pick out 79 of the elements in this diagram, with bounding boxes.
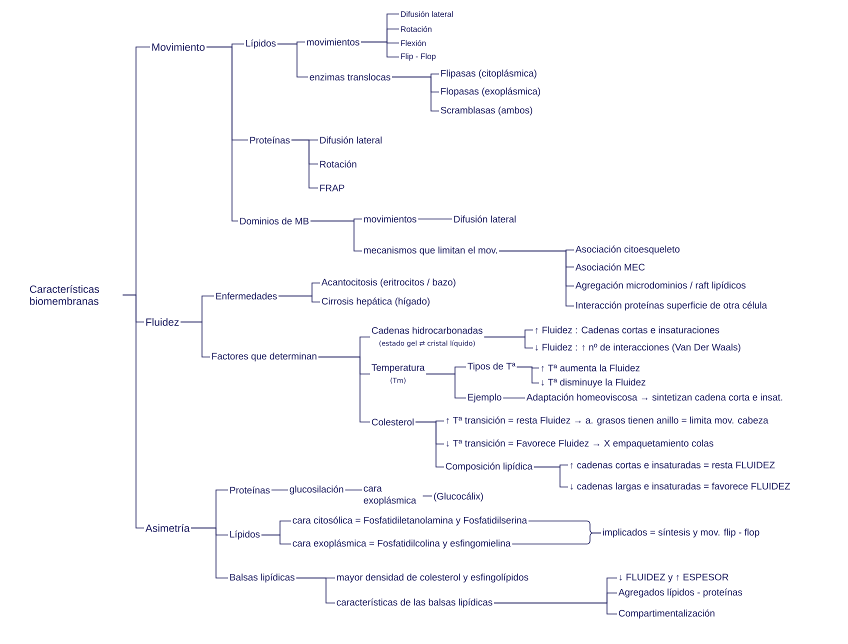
bracket-line bbox=[277, 44, 308, 78]
branch-text: enzimas translocas bbox=[310, 74, 390, 80]
branch-text: Flexión bbox=[401, 40, 426, 46]
branch-text: Difusión lateral bbox=[401, 11, 453, 17]
bracket-line bbox=[278, 296, 320, 302]
branch-text: Acantocitosis (eritrocitos / bazo) bbox=[321, 278, 456, 288]
heading-text: Movimiento bbox=[152, 43, 205, 51]
branch-text: (Glucocálix) bbox=[434, 492, 483, 502]
branch-text: Proteínas bbox=[230, 486, 270, 494]
bracket-line bbox=[261, 534, 292, 544]
bracket-line bbox=[392, 76, 440, 112]
bracket-line bbox=[484, 336, 534, 348]
bracket-line bbox=[498, 250, 574, 306]
branch-text: Rotación bbox=[320, 160, 356, 168]
branch-text: ↓ FLUIDEZ y ↑ ESPESOR bbox=[620, 574, 728, 582]
branch-text: ↓ Fluidez : ↑ nº de interacciones (Van Der Waals) bbox=[536, 344, 740, 352]
bracket-line bbox=[122, 294, 144, 528]
bracket-line bbox=[318, 356, 370, 422]
branch-text: ↑ Fluidez : Cadenas cortas e insaturaciones bbox=[536, 326, 720, 334]
bracket-line bbox=[190, 528, 228, 578]
branch-text: Balsas lipídicas bbox=[230, 574, 295, 582]
bracket-line bbox=[291, 140, 318, 188]
branch-text: implicados = síntesis y mov. flip - flop bbox=[603, 528, 760, 538]
branch-text: cara exoplásmica bbox=[364, 486, 416, 506]
branch-text: Asociación MEC bbox=[575, 263, 645, 271]
branch-text: ↑ cadenas cortas e insaturadas = resta FLUIDEZ bbox=[570, 461, 775, 469]
heading-text: Asimetría bbox=[145, 524, 190, 532]
branch-text: ↑ Tª aumenta la Fluidez bbox=[542, 364, 640, 372]
branch-text: movimientos bbox=[307, 38, 360, 46]
branch-text: mayor densidad de colesterol y esfingolípidos bbox=[337, 574, 528, 582]
branch-text: Rotación bbox=[401, 26, 432, 32]
root-text: Características biomembranas bbox=[30, 285, 100, 305]
branch-text: Colesterol bbox=[372, 418, 414, 426]
bracket-line bbox=[310, 220, 362, 252]
branch-text: Difusión lateral bbox=[320, 136, 382, 144]
branch-text: Scramblasas (ambos) bbox=[440, 106, 532, 116]
branch-text: Tipos de Tª bbox=[468, 362, 516, 372]
branch-text: Compartimentalización bbox=[618, 610, 714, 618]
branch-text: Lípidos bbox=[230, 530, 260, 540]
bracket-line bbox=[360, 42, 400, 58]
heading-text: Fluidez bbox=[146, 318, 179, 326]
branch-text: Composición lipídica bbox=[446, 462, 532, 472]
branch-text: FRAP bbox=[320, 184, 344, 192]
branch-text: ↓ Tª disminuye la Fluidez bbox=[542, 378, 646, 388]
branch-text: Proteínas bbox=[250, 136, 290, 144]
branch-text: Flipasas (citoplásmica) bbox=[441, 70, 536, 78]
branch-text: Enfermedades bbox=[216, 292, 277, 300]
branch-text: mecanismos que limitan el mov. bbox=[364, 246, 497, 256]
brace-line bbox=[512, 532, 602, 544]
branch-text: Factores que determinan bbox=[212, 352, 316, 362]
branch-text: Ejemplo bbox=[468, 394, 502, 402]
branch-text: Asociación citoesqueleto bbox=[575, 246, 680, 254]
branch-text: ↓ cadenas largas e insaturadas = favorece FLUIDEZ bbox=[570, 482, 790, 492]
bracket-line bbox=[426, 374, 466, 398]
branch-text: Cirrosis hepática (hígado) bbox=[322, 298, 430, 306]
branch-text: Interacción proteínas superficie de otra célula bbox=[576, 302, 768, 310]
branch-text: movimientos bbox=[364, 216, 416, 222]
bracket-line bbox=[494, 602, 618, 614]
branch-text: Agregación microdominios / raft lipídicos bbox=[575, 282, 746, 290]
bracket-line bbox=[415, 422, 444, 468]
branch-text: Flip - Flop bbox=[401, 53, 436, 61]
bracket-line bbox=[534, 466, 568, 488]
branch-text: ↑ Tª transición = resta Fluidez → a. grasos tienen anillo = limita mov. cabeza bbox=[446, 416, 768, 426]
branch-text: Agregados lípidos - proteínas bbox=[618, 588, 742, 598]
branch-text: Adaptación homeoviscosa → sintetizan cadena corta e insat. bbox=[526, 394, 782, 402]
branch-text: cara citosólica = Fosfatidiletanolamina y Fosfatidilserina bbox=[292, 516, 528, 526]
branch-text: Difusión lateral bbox=[454, 215, 516, 223]
branch-text: glucosilación bbox=[290, 486, 344, 494]
branch-text: ↓ Tª transición = Favorece Fluidez → X empaquetamiento colas bbox=[446, 440, 714, 448]
bracket-line bbox=[180, 322, 210, 358]
bracket-line bbox=[296, 578, 336, 604]
bracket-line bbox=[206, 46, 238, 222]
bracket-line bbox=[516, 366, 540, 384]
dash-line bbox=[418, 218, 452, 220]
branch-text: características de las balsas lipídicas bbox=[336, 598, 492, 608]
branch-text: Lípidos bbox=[246, 40, 276, 48]
branch-text: Dominios de MB bbox=[240, 218, 309, 224]
branch-text: cara exoplásmica = Fosfatidilcolina y esfingomielina bbox=[292, 540, 511, 548]
branch-text: Flopasas (exoplásmica) bbox=[441, 88, 540, 96]
